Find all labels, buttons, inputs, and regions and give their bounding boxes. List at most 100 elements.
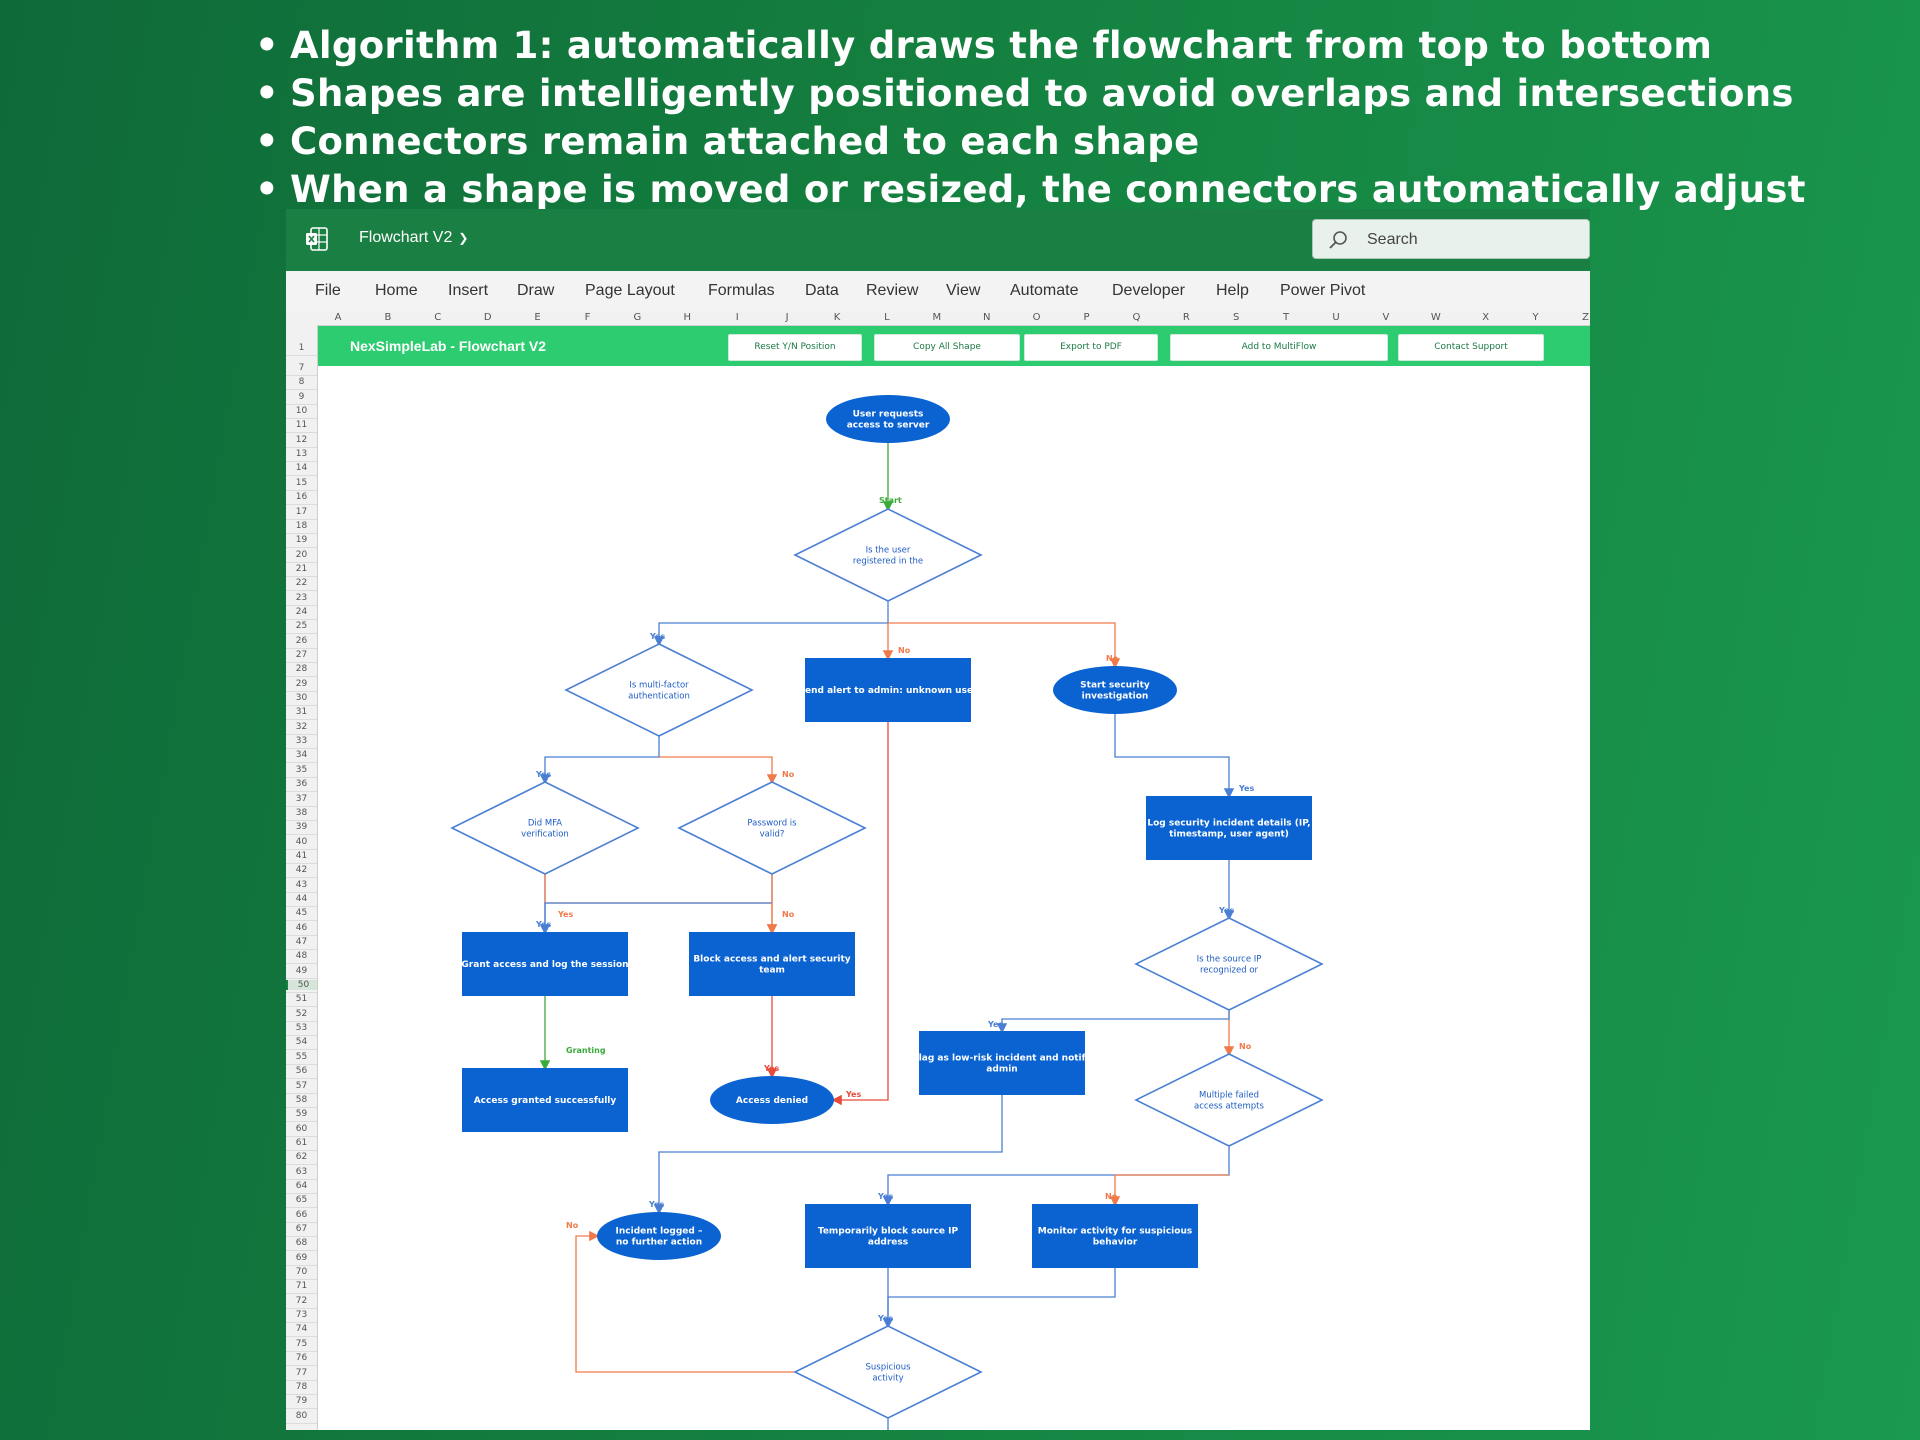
row-header[interactable]: 11 <box>295 420 308 431</box>
connector-line[interactable] <box>831 722 889 1106</box>
contact-support-button[interactable]: Contact Support <box>1398 334 1544 361</box>
flow-node-p-alert-unknown[interactable]: Send alert to admin: unknown user <box>799 658 979 722</box>
process-shape[interactable] <box>1146 796 1312 860</box>
menu-data[interactable]: Data <box>805 282 839 299</box>
row-header[interactable]: 52 <box>295 1008 308 1019</box>
row-header[interactable]: 35 <box>295 764 308 775</box>
column-header[interactable]: X <box>1482 312 1490 323</box>
row-header[interactable]: 49 <box>295 965 308 976</box>
column-header[interactable]: K <box>833 312 841 323</box>
process-shape[interactable] <box>805 1204 971 1268</box>
row-header[interactable]: 64 <box>295 1180 308 1191</box>
reset-yn-position-button[interactable]: Reset Y/N Position <box>728 334 862 361</box>
flow-node-t-logged[interactable]: Incident logged –no further action <box>597 1212 721 1260</box>
column-header[interactable]: F <box>584 312 591 323</box>
column-header[interactable]: N <box>982 312 991 323</box>
row-header[interactable]: 42 <box>295 865 308 876</box>
row-header[interactable]: 39 <box>295 822 308 833</box>
row-header[interactable]: 19 <box>295 535 308 546</box>
row-header[interactable]: 68 <box>295 1238 308 1249</box>
row-header[interactable]: 65 <box>295 1195 308 1206</box>
row-header[interactable]: 71 <box>295 1281 308 1292</box>
row-header[interactable]: 76 <box>295 1353 308 1364</box>
row-header[interactable]: 50 <box>286 980 317 991</box>
column-header[interactable]: C <box>434 312 442 323</box>
connector-line[interactable] <box>996 1010 1230 1034</box>
row-header[interactable]: 56 <box>295 1066 308 1077</box>
row-header[interactable]: 25 <box>295 621 308 632</box>
row-header[interactable]: 77 <box>295 1367 308 1378</box>
connector-line[interactable] <box>882 1146 1230 1207</box>
add-to-multiflow-button[interactable]: Add to MultiFlow <box>1170 334 1388 361</box>
menu-automate[interactable]: Automate <box>1010 282 1079 299</box>
row-header[interactable]: 60 <box>295 1123 308 1134</box>
column-header[interactable]: Y <box>1532 312 1539 323</box>
column-header[interactable]: D <box>483 312 492 323</box>
copy-all-shape-button[interactable]: Copy All Shape <box>874 334 1020 361</box>
process-shape[interactable] <box>462 932 628 996</box>
flow-node-p-grant[interactable]: Grant access and log the session <box>461 932 629 996</box>
row-header[interactable]: 62 <box>295 1152 308 1163</box>
row-header[interactable]: 13 <box>295 449 308 460</box>
row-header[interactable]: 55 <box>295 1051 308 1062</box>
row-header[interactable]: 75 <box>295 1338 308 1349</box>
connector-line[interactable] <box>659 756 778 785</box>
row-header[interactable]: 53 <box>295 1023 308 1034</box>
row-header[interactable]: 32 <box>295 721 308 732</box>
menu-file[interactable]: File <box>315 282 341 299</box>
decision-shape[interactable] <box>793 508 983 602</box>
row-header[interactable]: 46 <box>295 922 308 933</box>
column-header[interactable]: G <box>633 312 642 323</box>
row-header[interactable]: 16 <box>295 492 308 503</box>
row-header[interactable]: 37 <box>295 793 308 804</box>
row-header[interactable]: 18 <box>295 520 308 531</box>
menu-power-pivot[interactable]: Power Pivot <box>1280 282 1366 299</box>
process-shape[interactable] <box>689 932 855 996</box>
column-header[interactable]: Q <box>1132 312 1141 323</box>
row-header[interactable]: 47 <box>295 937 308 947</box>
column-header[interactable]: S <box>1233 312 1240 323</box>
row-header[interactable]: 48 <box>295 951 308 962</box>
row-header[interactable]: 54 <box>295 1037 308 1048</box>
row-header[interactable]: 40 <box>295 836 308 847</box>
row-header[interactable]: 7 <box>298 363 305 373</box>
row-header[interactable]: 63 <box>295 1166 308 1177</box>
row-header[interactable]: 45 <box>295 908 308 919</box>
decision-shape[interactable] <box>677 781 867 875</box>
terminator-shape[interactable] <box>826 395 950 443</box>
column-header[interactable]: O <box>1032 312 1041 323</box>
menu-developer[interactable]: Developer <box>1112 282 1185 299</box>
row-header[interactable]: 74 <box>295 1324 308 1335</box>
row-header[interactable]: 28 <box>295 664 308 675</box>
column-header[interactable]: H <box>683 312 692 323</box>
connector-line[interactable] <box>882 1268 1116 1329</box>
row-header[interactable]: 31 <box>295 707 308 718</box>
column-header[interactable]: E <box>534 312 541 323</box>
flow-node-p-log-incident[interactable]: Log security incident details (IP,timest… <box>1146 796 1312 860</box>
menu-formulas[interactable]: Formulas <box>708 282 775 299</box>
row-header[interactable]: 43 <box>295 879 308 890</box>
row-header[interactable]: 59 <box>295 1109 308 1120</box>
terminator-shape[interactable] <box>1053 666 1177 714</box>
connector-line[interactable] <box>575 1230 795 1373</box>
column-header[interactable]: J <box>785 312 789 323</box>
decision-shape[interactable] <box>1134 917 1324 1011</box>
row-header[interactable]: 27 <box>295 650 308 660</box>
row-header[interactable]: 29 <box>295 678 308 689</box>
row-header[interactable]: 67 <box>295 1224 308 1234</box>
column-header[interactable]: I <box>735 312 739 323</box>
row-header[interactable]: 69 <box>295 1252 308 1263</box>
menu-insert[interactable]: Insert <box>448 282 489 299</box>
decision-shape[interactable] <box>564 643 754 737</box>
menu-view[interactable]: View <box>946 282 981 299</box>
search-box[interactable]: Search <box>1312 219 1590 259</box>
connector-line[interactable] <box>653 601 889 647</box>
